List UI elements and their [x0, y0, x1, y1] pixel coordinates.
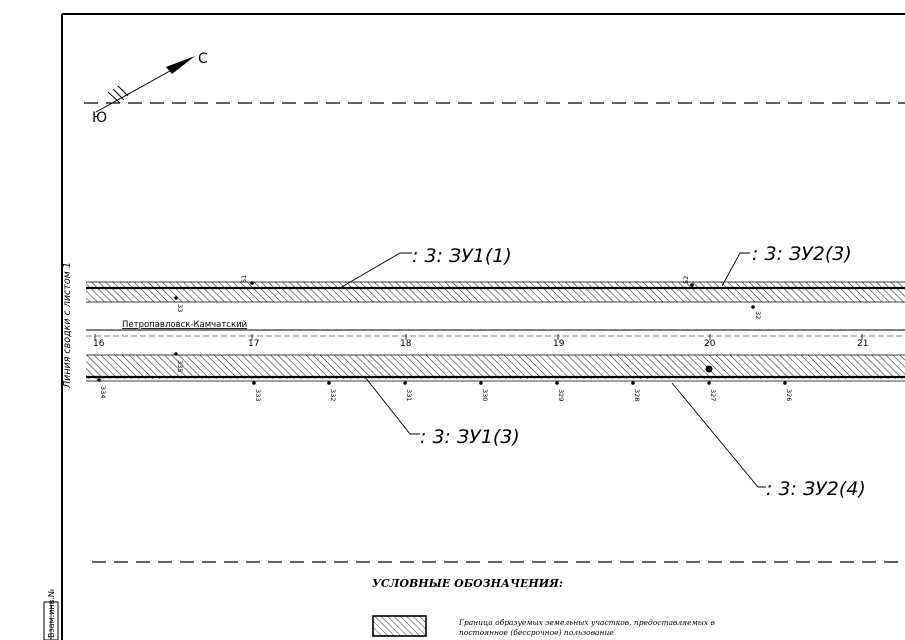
upper-points: 51 33 52 32	[174, 275, 762, 319]
point-label: 32	[754, 311, 762, 319]
upper-strip	[86, 281, 905, 303]
km-label: 19	[553, 339, 565, 349]
km-label: 16	[93, 339, 105, 349]
legend: УСЛОВНЫЕ ОБОЗНАЧЕНИЯ: Граница образуемых…	[372, 577, 716, 637]
km-label: 18	[400, 339, 412, 349]
parcel-label-zu2-4: : 3: ЗУ2(4)	[766, 478, 866, 500]
title-block-stub: Взам.инв.№	[43, 588, 59, 640]
point-label: 326	[785, 389, 793, 401]
point-label: 52	[682, 276, 690, 284]
point-label: 330	[481, 389, 489, 401]
parcel-label-zu1-1: : 3: ЗУ1(1)	[412, 245, 512, 267]
km-label: 20	[704, 339, 716, 349]
boundary-point	[479, 381, 483, 385]
boundary-point	[690, 283, 694, 287]
road-name: Петропавловск-Камчатский	[122, 320, 247, 330]
lower-strip	[86, 354, 905, 382]
point-label: 327	[709, 389, 717, 401]
side-label: Линия сводки с листом 1	[62, 262, 73, 389]
lower-points: 334 335 333 332 331 330 329 328 327 326	[97, 352, 793, 401]
boundary-point	[174, 352, 178, 356]
legend-item-text: Граница образуемых земельных участков, п…	[458, 618, 716, 627]
point-label: 333	[254, 389, 262, 401]
legend-item-text: постоянное (бессрочное) пользование	[459, 628, 614, 637]
boundary-point	[631, 381, 635, 385]
boundary-point	[327, 381, 331, 385]
kilometer-scale: 16 17 18 19 20 21	[93, 334, 868, 349]
parcel-labels: : 3: ЗУ1(1) : 3: ЗУ2(3) : 3: ЗУ1(3) : 3:…	[339, 243, 866, 500]
km-label: 17	[248, 339, 259, 349]
point-label: 332	[329, 389, 337, 401]
point-label: 33	[176, 304, 184, 312]
north-label: С	[198, 51, 208, 67]
boundary-point	[707, 381, 711, 385]
boundary-point	[97, 378, 101, 382]
boundary-point	[751, 305, 755, 309]
point-label: 331	[405, 389, 413, 401]
boundary-point	[174, 296, 178, 300]
point-label: 335	[176, 360, 184, 372]
point-label: 51	[240, 275, 248, 283]
parcel-label-zu1-3: : 3: ЗУ1(3)	[420, 426, 520, 448]
road: Петропавловск-Камчатский	[86, 320, 905, 337]
legend-hatch-swatch	[372, 615, 427, 637]
stamp-label: Взам.инв.№	[47, 588, 56, 638]
boundary-point	[403, 381, 407, 385]
boundary-point	[252, 381, 256, 385]
km-label: 21	[857, 339, 868, 349]
south-label: Ю	[92, 110, 107, 126]
boundary-point	[555, 381, 559, 385]
legend-title: УСЛОВНЫЕ ОБОЗНАЧЕНИЯ:	[372, 577, 563, 590]
point-label: 334	[99, 386, 107, 398]
north-arrow: С Ю	[92, 51, 208, 126]
point-label: 328	[633, 389, 641, 401]
point-label: 329	[557, 389, 565, 401]
boundary-point	[705, 365, 713, 373]
boundary-point	[250, 281, 254, 285]
parcel-label-zu2-3: : 3: ЗУ2(3)	[752, 243, 852, 265]
boundary-point	[783, 381, 787, 385]
